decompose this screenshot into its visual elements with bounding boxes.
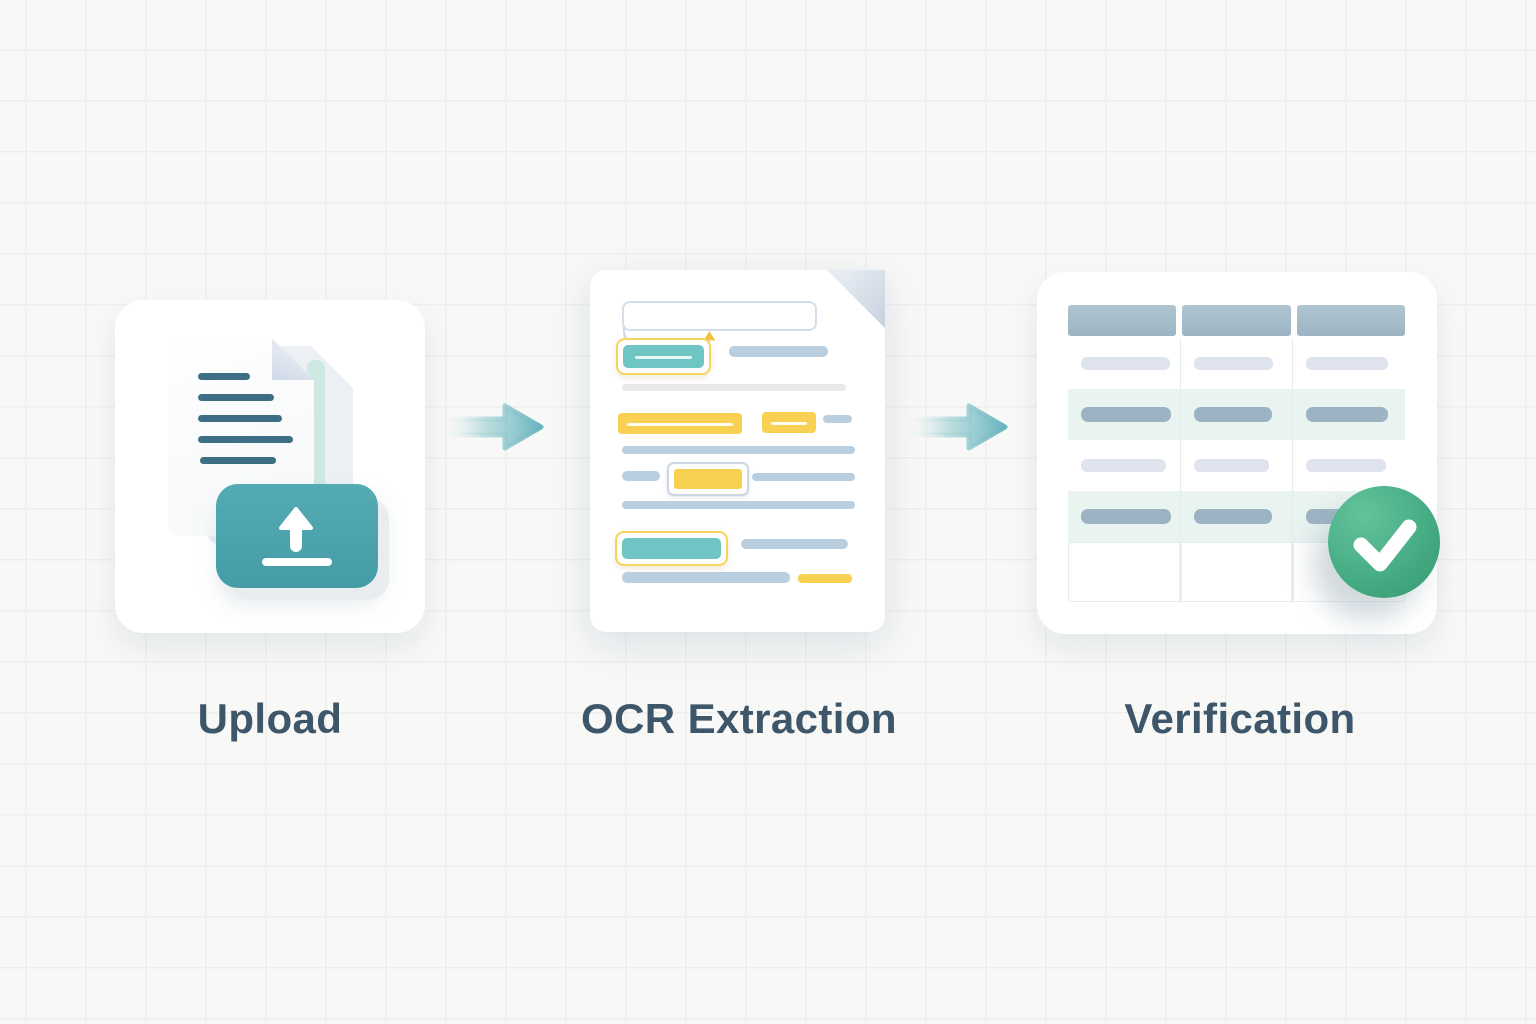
table-cell <box>1179 542 1293 602</box>
teal-highlight-field <box>615 531 728 566</box>
cell-value-pill <box>1306 357 1389 370</box>
text-bar <box>729 346 828 357</box>
doc-text-line <box>198 436 293 443</box>
chip-text-line <box>771 422 807 425</box>
cell-value-pill <box>1081 459 1166 472</box>
teal-highlight-field <box>616 338 711 375</box>
upload-baseline <box>262 558 332 566</box>
cell-value-pill <box>1193 459 1269 472</box>
chip-text-line <box>627 423 734 426</box>
table-header-cell <box>1296 305 1405 336</box>
doc-text-line <box>200 457 276 464</box>
text-line-bar <box>622 501 855 509</box>
ocr-region-outline <box>622 301 817 331</box>
yellow-highlight-field <box>667 462 749 496</box>
table-header-cell <box>1182 305 1291 336</box>
step-card-upload <box>115 300 425 633</box>
arrow-up-icon <box>279 507 313 552</box>
teal-highlight-chip <box>623 345 704 368</box>
table-row <box>1068 440 1405 491</box>
text-line-bar <box>622 446 855 454</box>
table-header-row <box>1068 305 1405 336</box>
chip-text-line <box>635 356 692 359</box>
step-card-verification <box>1037 272 1440 634</box>
cell-value-pill <box>1193 407 1272 422</box>
cell-value-pill <box>1306 459 1387 472</box>
table-cell <box>1292 542 1405 602</box>
yellow-highlight-bar <box>618 413 742 434</box>
divider-bar <box>622 384 846 391</box>
text-bar <box>741 539 848 549</box>
step-label-ocr-extraction: OCR Extraction <box>581 695 897 742</box>
text-bar <box>752 473 855 481</box>
step-label-upload: Upload <box>197 695 343 742</box>
data-table <box>1068 305 1405 602</box>
table-row <box>1068 389 1405 440</box>
table-row <box>1068 338 1405 389</box>
cell-value-pill <box>1193 357 1273 370</box>
doc-text-line <box>198 373 250 380</box>
table-row <box>1068 542 1405 602</box>
arrow-right-icon <box>441 403 544 451</box>
arrow-right-icon <box>905 403 1008 451</box>
table-header-cell <box>1068 305 1177 336</box>
cell-value-pill <box>1306 407 1389 422</box>
yellow-highlight-bar <box>762 412 816 433</box>
yellow-highlight-bar <box>798 574 852 583</box>
ocr-document-icon <box>590 270 885 632</box>
cell-value-pill <box>1081 407 1171 422</box>
text-bar <box>823 415 852 423</box>
upload-button-icon <box>216 484 378 588</box>
check-badge <box>1328 486 1440 598</box>
table-cell <box>1068 542 1180 602</box>
teal-highlight-chip <box>622 538 721 559</box>
cell-value-pill <box>1081 509 1171 524</box>
text-bar <box>622 471 660 481</box>
text-line-bar <box>622 572 790 583</box>
yellow-highlight-chip <box>674 469 742 489</box>
step-card-ocr <box>590 270 885 632</box>
cell-value-pill <box>1193 509 1272 524</box>
doc-text-line <box>198 394 274 401</box>
cell-value-pill <box>1081 357 1170 370</box>
step-label-verification: Verification <box>1124 695 1356 742</box>
checkmark-icon <box>1353 519 1417 572</box>
doc-text-line <box>198 415 282 422</box>
